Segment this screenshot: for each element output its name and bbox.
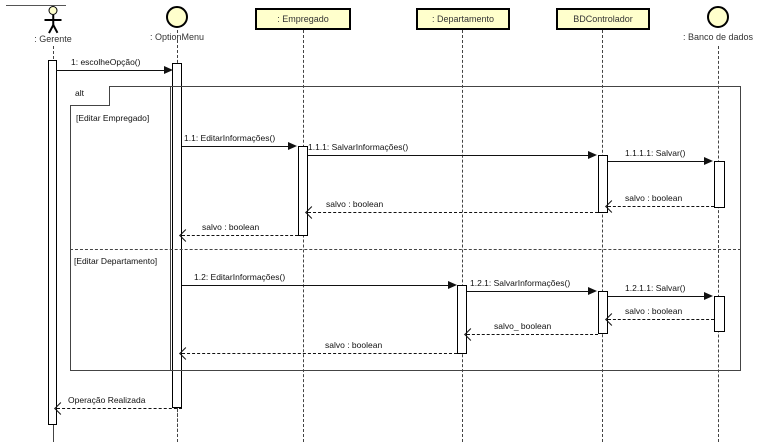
- message-line-m8: [182, 285, 450, 286]
- message-line-m7: [182, 235, 298, 236]
- message-label-m3: 1.1.1: SalvarInformações(): [308, 142, 409, 152]
- message-arrowhead-m1: [164, 65, 173, 74]
- activation-bdcontrolador-2: [598, 291, 608, 334]
- participant-label-gerente: : Gerente: [34, 34, 72, 44]
- message-arrowhead-m8: [448, 280, 457, 289]
- activation-optionmenu: [172, 63, 182, 408]
- activation-bancodedados-1: [714, 161, 725, 208]
- actor-head-icon: [48, 6, 58, 15]
- message-label-m4: 1.1.1.1: Salvar(): [625, 148, 686, 158]
- message-arrowhead-m9: [588, 286, 597, 295]
- actor-body-icon: [52, 15, 54, 26]
- participant-label-empregado: : Empregado: [277, 14, 329, 24]
- participant-box-empregado: : Empregado: [255, 8, 351, 30]
- fragment-operator-label: alt: [75, 88, 84, 98]
- participant-optionmenu-circle-icon: [166, 6, 188, 28]
- message-label-m1: 1: escolheOpção(): [71, 57, 141, 67]
- lifeline-bdcontrolador: [602, 30, 603, 442]
- message-line-m14: [57, 408, 182, 409]
- message-line-m2: [182, 146, 290, 147]
- message-line-m4: [608, 161, 706, 162]
- message-label-m7: salvo : boolean: [202, 222, 260, 232]
- participant-box-bdcontrolador: BDControlador: [556, 8, 650, 30]
- message-line-m5: [608, 206, 714, 207]
- message-label-m12: salvo_ boolean: [494, 321, 552, 331]
- message-label-m14: Operação Realizada: [68, 395, 146, 405]
- message-line-m1: [56, 70, 166, 71]
- top-rule: [6, 5, 66, 6]
- lifeline-bancodedados: [718, 46, 719, 442]
- message-label-m8: 1.2: EditarInformações(): [194, 272, 286, 282]
- participant-label-bancodedados: : Banco de dados: [682, 32, 754, 42]
- message-arrowhead-m2: [288, 141, 297, 150]
- message-label-m2: 1.1: EditarInformações(): [184, 133, 276, 143]
- activation-gerente: [48, 60, 57, 425]
- combined-fragment-alt: [70, 86, 741, 371]
- participant-box-departamento: : Departamento: [416, 8, 510, 30]
- fragment-separator: [70, 249, 741, 250]
- message-line-m6: [308, 212, 598, 213]
- message-line-m9: [467, 291, 590, 292]
- message-label-m10: 1.2.1.1: Salvar(): [625, 283, 686, 293]
- activation-bdcontrolador-1: [598, 155, 608, 213]
- message-label-m5: salvo : boolean: [625, 193, 683, 203]
- lifeline-end-tick-optionmenu: [177, 408, 178, 442]
- message-label-m13: salvo : boolean: [325, 340, 383, 350]
- participant-label-departamento: : Departamento: [431, 14, 495, 24]
- fragment-guard-2: [Editar Departamento]: [74, 256, 158, 266]
- message-arrowhead-m10: [704, 291, 713, 300]
- lifeline-empregado: [303, 30, 304, 442]
- message-label-m11: salvo : boolean: [625, 306, 683, 316]
- actor-leg-right-icon: [52, 24, 58, 34]
- lifeline-departamento: [462, 30, 463, 442]
- message-line-m12: [467, 334, 598, 335]
- fragment-operator-tab: alt: [70, 86, 110, 106]
- message-arrowhead-m3: [588, 150, 597, 159]
- message-line-m10: [608, 296, 706, 297]
- activation-empregado: [298, 146, 308, 236]
- participant-bancodedados-circle-icon: [707, 6, 729, 28]
- fragment-guard-1: [Editar Empregado]: [76, 113, 150, 123]
- fragment-inner-divider: [170, 86, 171, 371]
- message-line-m3: [308, 155, 590, 156]
- activation-bancodedados-2: [714, 296, 725, 332]
- participant-gerente-actor-icon: [44, 6, 62, 34]
- message-label-m9: 1.2.1: SalvarInformações(): [470, 278, 571, 288]
- activation-departamento: [457, 285, 467, 354]
- lifeline-end-tick-gerente: [53, 425, 54, 442]
- message-label-m6: salvo : boolean: [326, 199, 384, 209]
- participant-label-bdcontrolador: BDControlador: [573, 14, 633, 24]
- message-line-m11: [608, 319, 714, 320]
- message-line-m13: [182, 353, 457, 354]
- message-arrowhead-m4: [704, 156, 713, 165]
